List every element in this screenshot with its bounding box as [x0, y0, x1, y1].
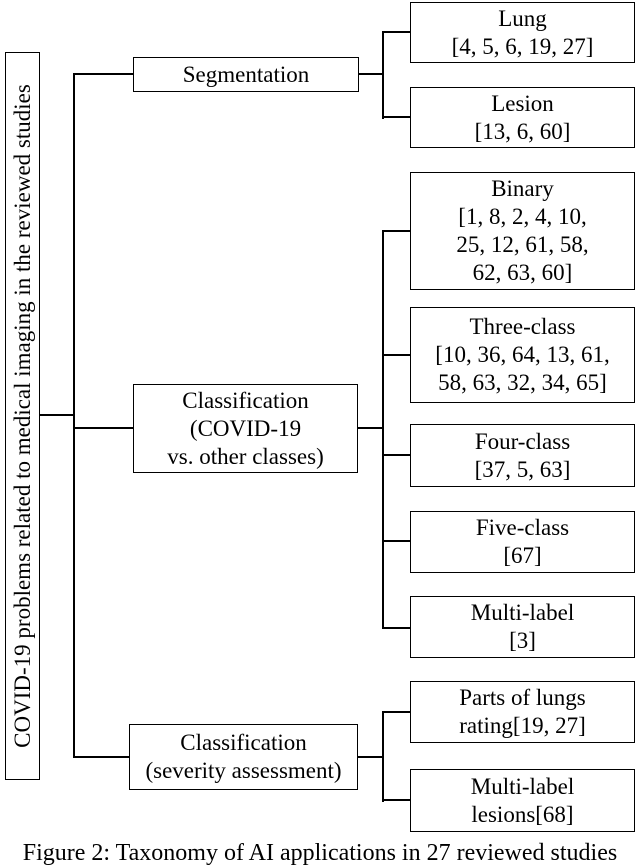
root-node-label: COVID-19 problems related to medical ima… [9, 84, 35, 748]
leaf-node-four-class: Four-class [37, 5, 63] [410, 424, 635, 487]
leaf-node-multi-label-lesions: Multi-label lesions[68] [410, 769, 635, 832]
leaf-node-multi-label: Multi-label [3] [410, 596, 635, 658]
leaf-node-five-class-label: Five-class [67] [475, 515, 570, 568]
connector-branch-to-parts-of-lungs [382, 711, 410, 713]
connector-severity-branch-vertical [382, 711, 384, 802]
leaf-node-lesion-label: Lesion [13, 6, 60] [474, 90, 571, 144]
branch-node-classification-covid: Classification (COVID-19 vs. other class… [133, 384, 358, 473]
connector-branch-to-binary [382, 230, 410, 232]
connector-branch-to-three-class [382, 354, 410, 356]
connector-classification-covid-to-branch [357, 427, 383, 429]
branch-node-segmentation-label: Segmentation [182, 61, 310, 87]
connector-branch-to-five-class [382, 540, 410, 542]
connector-branch-to-multi-label-lesions [382, 799, 410, 801]
leaf-node-four-class-label: Four-class [37, 5, 63] [474, 428, 571, 482]
connector-branch-to-multi-label [382, 627, 410, 629]
leaf-node-multi-label-lesions-label: Multi-label lesions[68] [470, 773, 575, 827]
leaf-node-lung-label: Lung [4, 5, 6, 19, 27] [451, 5, 594, 59]
connector-trunk-to-classification-covid [73, 427, 133, 429]
connector-branch-to-four-class [382, 454, 410, 456]
branch-node-segmentation: Segmentation [133, 57, 359, 92]
connector-branch-to-lung [382, 31, 410, 33]
branch-node-classification-severity: Classification (severity assessment) [129, 724, 358, 790]
leaf-node-three-class-label: Three-class [10, 36, 64, 13, 61, 58, 63,… [435, 314, 610, 395]
leaf-node-multi-label-label: Multi-label [3] [470, 600, 575, 653]
connector-segmentation-branch-vertical [382, 31, 384, 119]
leaf-node-parts-of-lungs: Parts of lungs rating[19, 27] [410, 681, 635, 743]
leaf-node-five-class: Five-class [67] [410, 511, 635, 573]
leaf-node-parts-of-lungs-label: Parts of lungs rating[19, 27] [459, 685, 586, 738]
leaf-node-three-class: Three-class [10, 36, 64, 13, 61, 58, 63,… [410, 307, 635, 403]
leaf-node-binary: Binary [1, 8, 2, 4, 10, 25, 12, 61, 58, … [410, 172, 635, 290]
connector-segmentation-to-branch [358, 73, 383, 75]
connector-trunk-to-classification-severity [73, 756, 130, 758]
leaf-node-lung: Lung [4, 5, 6, 19, 27] [410, 2, 635, 63]
leaf-node-lesion: Lesion [13, 6, 60] [410, 87, 635, 148]
connector-branch-to-lesion [382, 116, 410, 118]
connector-trunk-to-segmentation [73, 73, 133, 75]
branch-node-classification-severity-label: Classification (severity assessment) [145, 730, 342, 783]
connector-classification-branch-vertical [382, 230, 384, 629]
leaf-node-binary-label: Binary [1, 8, 2, 4, 10, 25, 12, 61, 58, … [456, 176, 589, 285]
figure-caption: Figure 2: Taxonomy of AI applications in… [22, 840, 618, 866]
connector-root-to-trunk [40, 414, 73, 416]
root-node: COVID-19 problems related to medical ima… [5, 52, 40, 780]
branch-node-classification-covid-label: Classification (COVID-19 vs. other class… [167, 387, 324, 469]
connector-trunk-vertical [73, 73, 75, 758]
connector-classification-severity-to-branch [357, 756, 383, 758]
